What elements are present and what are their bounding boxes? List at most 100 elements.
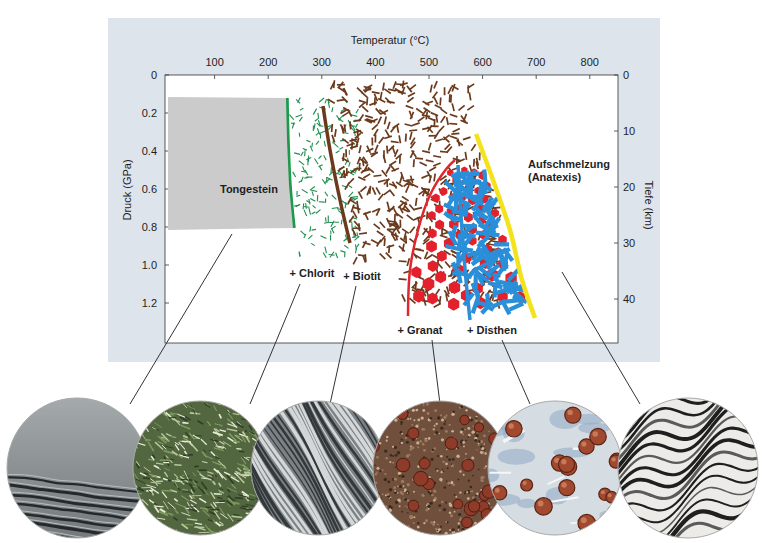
- biotite-mark: [353, 257, 357, 264]
- rock-speckle: [394, 446, 397, 449]
- schist-grain: [259, 402, 265, 406]
- schist-grain: [136, 461, 139, 466]
- schist-grain: [192, 495, 202, 496]
- chlorite-mark: [312, 229, 316, 231]
- schist-grain: [260, 408, 267, 414]
- biotite-mark: [434, 132, 438, 139]
- biotite-mark: [420, 162, 427, 165]
- biotite-mark: [463, 137, 471, 139]
- rock-speckle: [481, 477, 484, 480]
- rock-speckle: [436, 423, 438, 425]
- biotite-mark: [426, 211, 428, 219]
- schist-grain: [227, 437, 236, 443]
- tick-mark: [614, 75, 618, 76]
- schist-grain: [245, 520, 252, 522]
- rock-speckle: [438, 528, 441, 531]
- schist-grain: [152, 427, 156, 429]
- rock-speckle: [490, 527, 491, 528]
- kyanite-patch: [482, 468, 500, 482]
- biotite-mark: [409, 111, 412, 119]
- biotite-mark: [332, 135, 335, 143]
- schist-grain: [249, 517, 255, 519]
- biotite-mark: [447, 117, 449, 125]
- chlorite-mark: [322, 179, 325, 184]
- garnet-crystal: [445, 437, 457, 449]
- biotite-mark: [380, 236, 385, 242]
- chlorite-mark: [330, 235, 331, 240]
- rock-speckle: [488, 431, 490, 433]
- rock-speckle: [459, 491, 461, 493]
- schist-grain: [213, 432, 223, 435]
- biotite-mark: [402, 196, 409, 200]
- rock-speckle: [397, 404, 400, 407]
- tick-mark: [165, 75, 169, 76]
- biotite-mark: [448, 87, 452, 94]
- chlorite-mark: [311, 143, 313, 147]
- biotite-mark: [395, 149, 398, 156]
- chlorite-mark: [336, 151, 340, 153]
- kyanite-mark: [482, 302, 492, 313]
- biotite-mark: [441, 116, 445, 123]
- schist-grain: [244, 457, 249, 460]
- kyanite-mark: [472, 283, 478, 297]
- schist-grain: [154, 422, 162, 427]
- rock-speckle: [498, 412, 500, 414]
- biotite-mark: [451, 133, 459, 135]
- rock-speckle: [480, 440, 483, 443]
- schist-grain: [164, 468, 170, 471]
- garnet-crystal: [419, 458, 430, 469]
- garnet-crystal: [373, 508, 382, 517]
- rock-speckle: [376, 494, 378, 496]
- biotite-mark: [372, 187, 375, 194]
- garnet-mark: [426, 240, 437, 252]
- schist-grain: [183, 491, 190, 492]
- chlorite-mark: [313, 109, 316, 115]
- schist-grain: [181, 496, 189, 502]
- rock-speckle: [401, 400, 404, 403]
- rock-speckle: [458, 529, 460, 531]
- tick-mark: [321, 75, 322, 79]
- rock-speckle: [458, 526, 461, 529]
- kyanite-mark: [501, 256, 505, 271]
- schist-grain: [189, 495, 192, 498]
- schist-grain: [148, 459, 153, 461]
- kyanite-mark: [476, 233, 491, 234]
- garnet-highlight: [609, 508, 613, 512]
- chlorite-mark: [313, 205, 316, 208]
- rock-speckle: [388, 516, 391, 519]
- rock-speckle: [397, 485, 399, 487]
- rock-speckle: [392, 527, 394, 529]
- chlorite-mark: [302, 189, 308, 193]
- chlorite-mark: [341, 220, 343, 225]
- rock-speckle: [464, 531, 467, 534]
- schist-grain: [180, 417, 188, 421]
- rock-speckle: [498, 406, 501, 409]
- rock-speckle: [404, 498, 407, 501]
- rock-speckle: [423, 405, 425, 407]
- biotite-mark: [391, 234, 398, 237]
- schist-grain: [144, 467, 151, 472]
- garnet-crystal: [590, 428, 607, 445]
- biotite-mark: [380, 92, 381, 100]
- rock-speckle: [425, 509, 428, 512]
- chlorite-mark: [296, 191, 297, 195]
- schist-grain: [260, 529, 265, 532]
- schist-grain: [190, 484, 195, 492]
- schist-grain: [159, 437, 166, 443]
- chlorite-mark: [304, 150, 306, 156]
- rock-speckle: [417, 446, 419, 448]
- schist-grain: [261, 417, 267, 423]
- chlorite-mark: [309, 199, 310, 204]
- rock-speckle: [449, 485, 450, 486]
- biotite-mark: [434, 81, 437, 88]
- rock-speckle: [374, 437, 376, 439]
- rock-speckle: [392, 462, 394, 464]
- rock-speckle: [422, 409, 425, 412]
- schist-grain: [219, 441, 224, 444]
- rock-speckle: [470, 529, 472, 531]
- biotite-mark: [378, 99, 385, 103]
- schist-grain: [255, 511, 261, 517]
- chlorite-mark: [305, 203, 307, 209]
- rock-speckle: [451, 430, 454, 433]
- biotite-mark: [404, 232, 406, 240]
